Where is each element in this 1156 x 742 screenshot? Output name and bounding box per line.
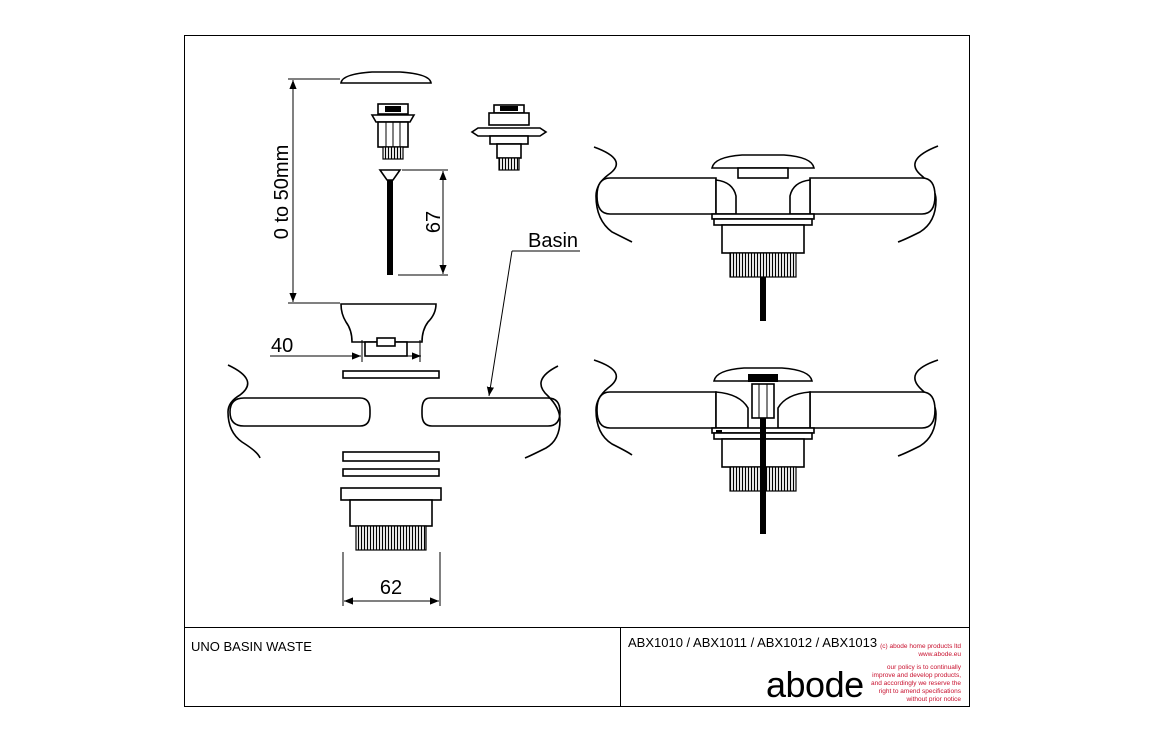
product-name: UNO BASIN WASTE bbox=[191, 639, 312, 654]
policy-line-5: without prior notice bbox=[905, 696, 961, 703]
exploded-view: 0 to 50mm 67 40 62 Basin bbox=[227, 71, 580, 606]
cartridge-part bbox=[470, 104, 548, 171]
dimension-top-width-label: 40 bbox=[271, 335, 293, 357]
dimension-base-width: 62 bbox=[342, 552, 441, 606]
company-website: www.abode.eu bbox=[917, 651, 961, 658]
dimension-base-width-label: 62 bbox=[380, 577, 402, 599]
assembled-view-closed bbox=[593, 359, 939, 534]
flange-part bbox=[340, 303, 437, 357]
dimension-rod-length: 67 bbox=[398, 169, 448, 276]
brand-logo-wordmark: abode bbox=[766, 664, 864, 705]
lower-washer-part bbox=[342, 451, 440, 462]
lower-gasket-part bbox=[342, 468, 440, 477]
policy-line-3: and accordingly we reserve the bbox=[871, 680, 961, 687]
policy-line-2: improve and develop products, bbox=[872, 672, 961, 679]
basin-callout-label: Basin bbox=[528, 230, 578, 252]
policy-line-4: right to amend specifications bbox=[879, 688, 962, 695]
dimension-top-width: 40 bbox=[270, 335, 421, 362]
basin-callout: Basin bbox=[486, 230, 580, 397]
waste-cap-part bbox=[340, 71, 432, 84]
title-block: UNO BASIN WASTE ABX1010 / ABX1011 / ABX1… bbox=[191, 635, 962, 705]
top-washer-part bbox=[342, 370, 440, 379]
assembled-view-open bbox=[593, 145, 939, 321]
company-name: (c) abode home products ltd bbox=[880, 643, 961, 650]
basin-section-exploded bbox=[227, 364, 561, 459]
waste-body-part bbox=[340, 487, 442, 551]
dimension-height-range-label: 0 to 50mm bbox=[271, 145, 293, 239]
policy-line-1: our policy is to continually bbox=[887, 664, 962, 671]
dimension-height-range: 0 to 50mm bbox=[271, 78, 340, 304]
click-mechanism-part bbox=[370, 103, 416, 160]
drawing-border bbox=[184, 35, 970, 707]
dimension-rod-length-label: 67 bbox=[423, 211, 445, 233]
product-codes: ABX1010 / ABX1011 / ABX1012 / ABX1013 bbox=[628, 635, 877, 650]
spindle-rod-part bbox=[378, 169, 402, 275]
